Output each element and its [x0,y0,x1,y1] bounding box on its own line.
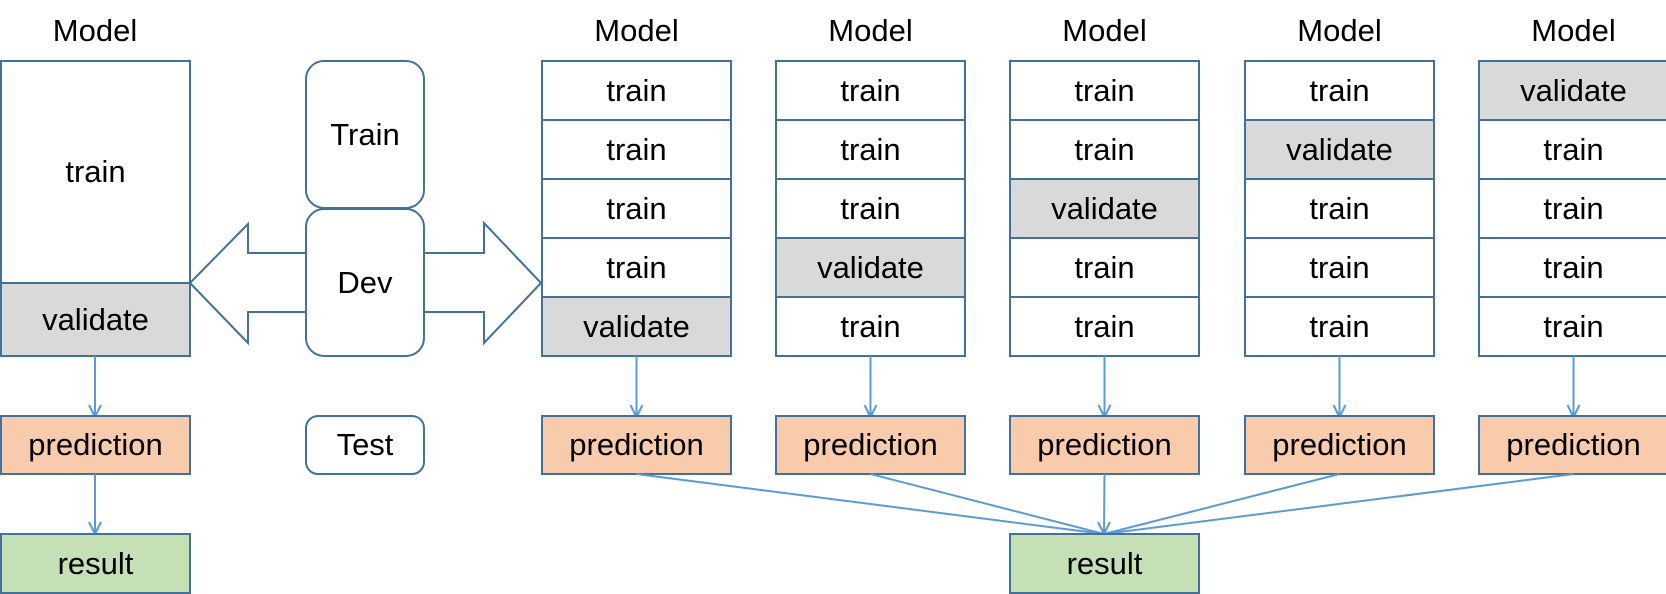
cv-model-5-fold-1-label: validate [1520,72,1627,108]
cv-model-4-fold-4-box [1244,237,1435,298]
cv-model-1-fold-1-label: train [606,72,667,108]
cv-model-5-fold-2-label: train [1543,131,1604,167]
cv-model-2-prediction-label: prediction [803,427,938,462]
cv-model-3-prediction-box [1009,415,1200,475]
holdout-validate-box [0,282,191,357]
cv-model-2-fold-3-label: train [840,190,901,226]
cv-model-1-prediction-box [541,415,732,475]
holdout-model-title: Model [52,12,138,48]
holdout-validate-label: validate [42,301,149,337]
cv-model-4-fold-4-label: train [1309,249,1370,285]
cv-model-5-fold-3-box [1478,178,1666,239]
cv-model-4-arrow-to-result [1103,473,1340,535]
holdout-train-box [0,60,191,284]
cv-model-4-fold-1-label: train [1309,72,1370,108]
cv-model-3-fold-1-box [1009,60,1200,121]
holdout-prediction-label: prediction [28,427,163,462]
cv-model-5-fold-4-box [1478,237,1666,298]
cv-model-4-fold-2-box [1244,119,1435,180]
cv-model-1-prediction-label: prediction [569,427,704,462]
cv-model-3-fold-3-box [1009,178,1200,239]
cv-model-2-fold-2-box [775,119,966,180]
cv-model-5-title: Model [1531,12,1616,48]
cv-model-3-fold-5-box [1009,296,1200,357]
cv-result-box [1009,533,1200,594]
cv-model-2-prediction-box [775,415,966,475]
cv-model-1-fold-3-label: train [606,190,667,226]
right-block-arrow [423,220,543,346]
cv-model-3-fold-3-label: validate [1051,190,1158,226]
left-block-arrow [188,221,307,346]
train-split-label: Train [330,116,400,152]
cv-model-2-title: Model [828,12,913,48]
cv-model-1-arrow-to-result [636,473,1105,535]
cv-model-1-fold-2-label: train [606,131,667,167]
test-split-box [305,415,425,475]
cv-model-3-arrow-to-result [1103,473,1106,535]
cv-model-2-fold-4-box [775,237,966,298]
cv-model-1-fold-4-label: train [606,249,667,285]
cv-model-3-prediction-label: prediction [1037,427,1172,462]
cv-model-4-fold-1-box [1244,60,1435,121]
cv-model-5-arrow-to-result [1103,473,1574,535]
cv-model-4-title: Model [1297,12,1382,48]
cv-model-1-title: Model [594,12,679,48]
test-split-label: Test [336,427,394,462]
cv-model-1-fold-4-box [541,237,732,298]
cv-model-3-title: Model [1062,12,1147,48]
cv-model-4-fold-2-label: validate [1286,131,1393,167]
dev-split-label: Dev [337,264,393,300]
cv-model-2-fold-1-label: train [840,72,901,108]
cv-model-4-fold-3-label: train [1309,190,1370,226]
cv-model-1-fold-3-box [541,178,732,239]
cv-model-5-fold-5-box [1478,296,1666,357]
cv-model-3-fold-4-label: train [1074,249,1135,285]
cv-result-label: result [1066,545,1143,581]
cv-model-2-fold-5-label: train [840,308,901,344]
cv-model-1-fold-5-label: validate [583,308,690,344]
cv-model-2-fold-3-box [775,178,966,239]
cv-model-3-fold-4-box [1009,237,1200,298]
holdout-result-label: result [57,545,134,581]
cv-model-3-fold-5-label: train [1074,308,1135,344]
cv-model-5-fold-5-label: train [1543,308,1604,344]
cv-model-5-prediction-label: prediction [1506,427,1641,462]
cv-model-4-fold-5-label: train [1309,308,1370,344]
cv-model-2-fold-5-box [775,296,966,357]
cv-model-2-arrow-to-result [870,473,1105,535]
cv-model-1-fold-2-box [541,119,732,180]
cv-model-4-fold-5-box [1244,296,1435,357]
cv-model-2-fold-1-box [775,60,966,121]
cv-model-5-fold-4-label: train [1543,249,1604,285]
cv-model-4-fold-3-box [1244,178,1435,239]
cv-model-3-fold-1-label: train [1074,72,1135,108]
cv-model-3-fold-2-label: train [1074,131,1135,167]
holdout-prediction-box [0,415,191,475]
cv-model-5-fold-3-label: train [1543,190,1604,226]
holdout-train-label: train [65,154,126,189]
cv-model-2-fold-2-label: train [840,131,901,167]
cv-model-2-fold-4-label: validate [817,249,924,285]
cv-model-3-fold-2-box [1009,119,1200,180]
holdout-result-box [0,533,191,594]
cv-model-4-prediction-label: prediction [1272,427,1407,462]
